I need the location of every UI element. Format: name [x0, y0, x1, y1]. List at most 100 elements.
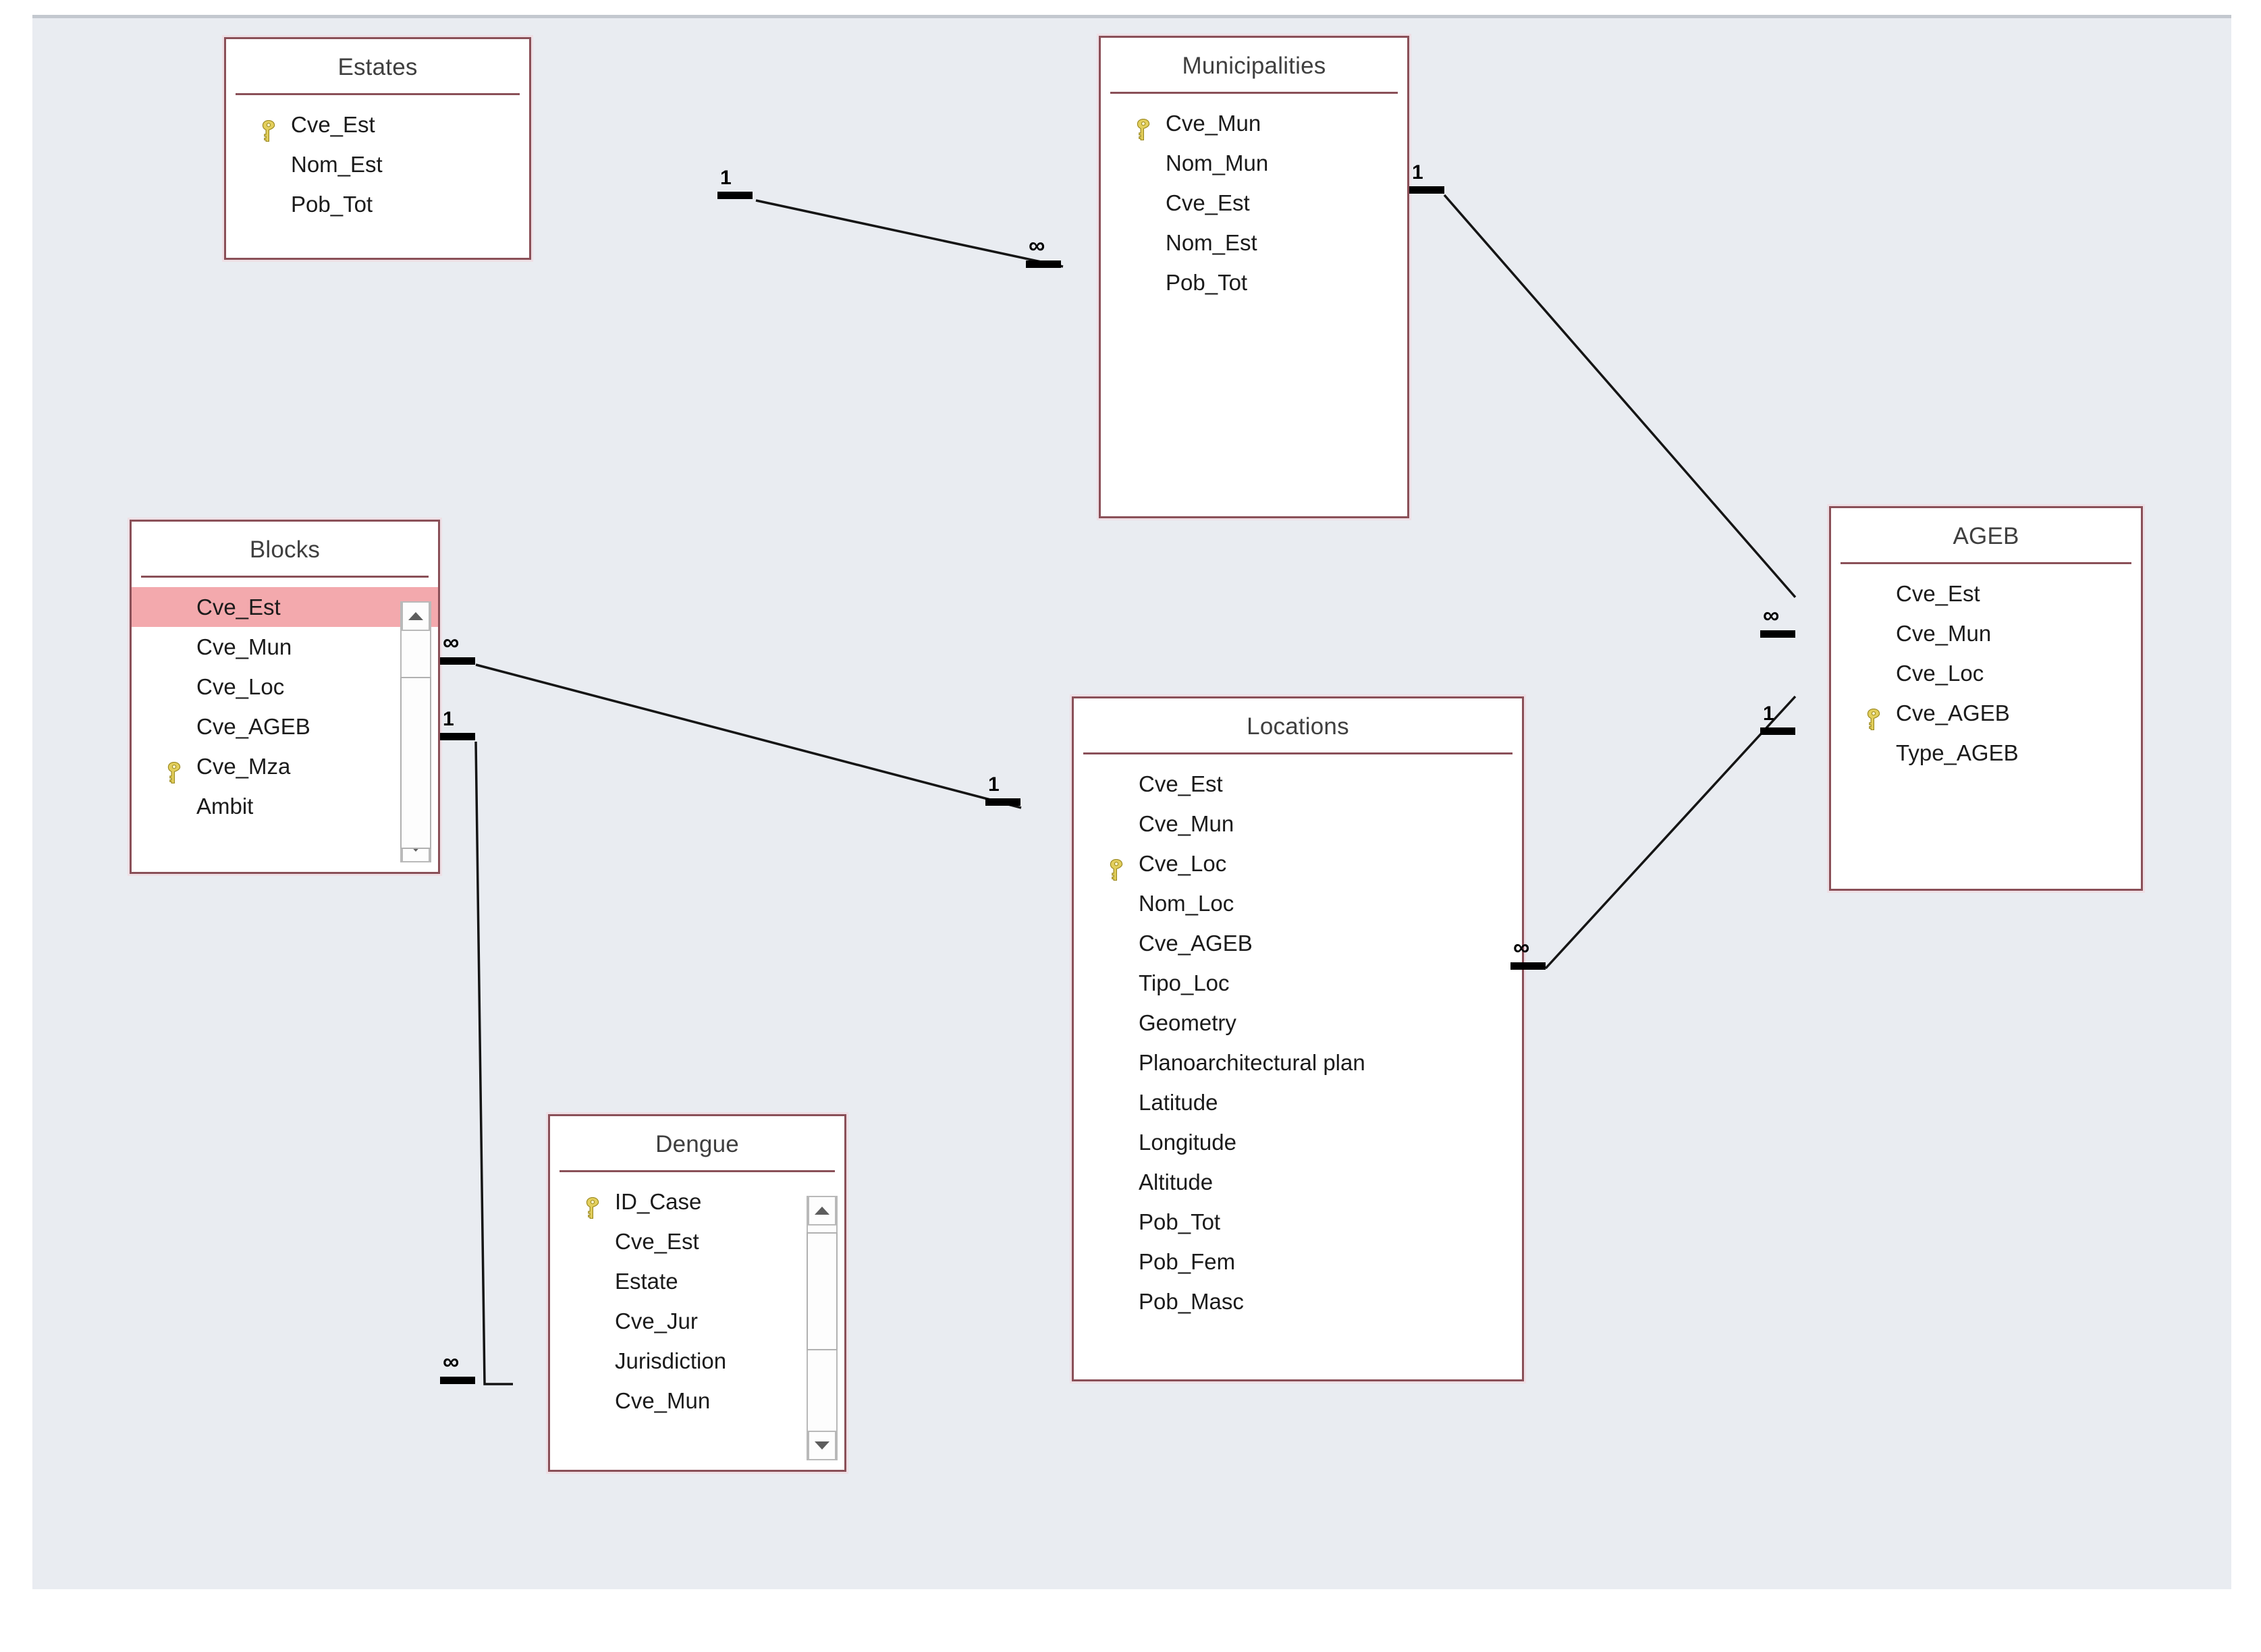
- field-row[interactable]: Cve_Mza: [132, 746, 438, 786]
- field-row[interactable]: Type_AGEB: [1831, 733, 2141, 773]
- field-name: Nom_Mun: [1166, 150, 1268, 175]
- field-name: Cve_AGEB: [1896, 700, 2010, 725]
- relationship-line-blocks-locations[interactable]: [476, 665, 1021, 808]
- field-row[interactable]: Cve_Loc: [1831, 653, 2141, 693]
- field-name: Cve_Mun: [615, 1388, 710, 1413]
- table-card-blocks[interactable]: BlocksCve_EstCve_MunCve_LocCve_AGEBCve_M…: [130, 520, 440, 874]
- field-row[interactable]: Cve_Loc: [132, 667, 438, 707]
- field-row[interactable]: Nom_Mun: [1101, 143, 1407, 183]
- field-row[interactable]: Geometry: [1074, 1003, 1522, 1043]
- field-row[interactable]: Jurisdiction: [550, 1341, 844, 1381]
- field-list: Cve_MunNom_MunCve_EstNom_EstPob_Tot: [1101, 94, 1407, 302]
- cardinality-endpoint-bar: [1760, 630, 1795, 638]
- field-row[interactable]: Nom_Est: [226, 144, 529, 184]
- field-row[interactable]: Pob_Masc: [1074, 1282, 1522, 1321]
- primary-key-icon: [1866, 703, 1881, 724]
- vertical-scrollbar[interactable]: [400, 601, 431, 862]
- field-row[interactable]: Planoarchitectural plan: [1074, 1043, 1522, 1082]
- field-name: Cve_Loc: [196, 674, 284, 699]
- field-row[interactable]: Cve_Jur: [550, 1301, 844, 1341]
- field-name: Planoarchitectural plan: [1139, 1050, 1365, 1075]
- field-name: Cve_Jur: [615, 1309, 698, 1333]
- field-row[interactable]: Ambit: [132, 786, 438, 826]
- field-row[interactable]: Cve_Est: [1101, 183, 1407, 223]
- field-row[interactable]: Cve_Est: [1831, 574, 2141, 613]
- field-row[interactable]: Cve_Loc: [1074, 844, 1522, 883]
- table-title: Locations: [1074, 698, 1522, 752]
- cardinality-endpoint-bar: [440, 733, 475, 740]
- field-list: Cve_EstCve_MunCve_LocNom_LocCve_AGEBTipo…: [1074, 754, 1522, 1321]
- chevron-up-icon: [815, 1207, 829, 1215]
- relationship-line-municipalities-ageb[interactable]: [1444, 195, 1795, 597]
- field-row[interactable]: Cve_Mun: [1831, 613, 2141, 653]
- field-row[interactable]: Cve_Est: [226, 105, 529, 144]
- cardinality-endpoint-bar: [440, 657, 475, 665]
- relationship-line-locations-ageb[interactable]: [1546, 696, 1795, 968]
- field-name: Ambit: [196, 794, 253, 819]
- field-list: Cve_EstNom_EstPob_Tot: [226, 95, 529, 224]
- field-row[interactable]: Cve_AGEB: [1831, 693, 2141, 733]
- field-name: Nom_Est: [291, 152, 383, 177]
- field-row[interactable]: Latitude: [1074, 1082, 1522, 1122]
- field-row[interactable]: Longitude: [1074, 1122, 1522, 1162]
- cardinality-endpoint-bar: [717, 192, 753, 199]
- field-row[interactable]: Pob_Tot: [226, 184, 529, 224]
- relationship-line-estates-municipalities[interactable]: [756, 200, 1063, 267]
- field-row[interactable]: Cve_AGEB: [132, 707, 438, 746]
- field-name: Cve_Est: [1896, 581, 1980, 606]
- field-row[interactable]: Nom_Loc: [1074, 883, 1522, 923]
- chevron-down-icon: [815, 1441, 829, 1450]
- field-row[interactable]: Estate: [550, 1261, 844, 1301]
- field-name: Nom_Loc: [1139, 891, 1234, 916]
- cardinality-label: ∞: [440, 1350, 475, 1373]
- primary-key-icon: [167, 756, 182, 777]
- relationship-line-blocks-dengue[interactable]: [476, 742, 513, 1384]
- scroll-up-button[interactable]: [808, 1196, 836, 1226]
- field-name: Pob_Tot: [291, 192, 373, 217]
- scroll-up-button[interactable]: [402, 601, 430, 631]
- vertical-scrollbar[interactable]: [807, 1196, 838, 1460]
- field-name: Nom_Est: [1166, 230, 1257, 255]
- scrollbar-thumb[interactable]: [807, 1232, 838, 1350]
- field-row[interactable]: Cve_Est: [132, 587, 438, 627]
- field-name: Pob_Tot: [1139, 1209, 1220, 1234]
- table-card-estates[interactable]: EstatesCve_EstNom_EstPob_Tot: [224, 37, 531, 260]
- field-row[interactable]: Altitude: [1074, 1162, 1522, 1202]
- field-row[interactable]: Cve_Mun: [1101, 103, 1407, 143]
- scrollbar-thumb[interactable]: [400, 677, 431, 849]
- table-title: Blocks: [132, 522, 438, 576]
- cardinality-label: 1: [1760, 704, 1795, 724]
- field-name: Cve_Est: [196, 595, 281, 620]
- table-card-locations[interactable]: LocationsCve_EstCve_MunCve_LocNom_LocCve…: [1072, 696, 1524, 1381]
- field-name: Type_AGEB: [1896, 740, 2019, 765]
- field-row[interactable]: Pob_Tot: [1101, 263, 1407, 302]
- field-name: Longitude: [1139, 1130, 1236, 1155]
- field-row[interactable]: Cve_Mun: [550, 1381, 844, 1421]
- relationship-canvas[interactable]: EstatesCve_EstNom_EstPob_TotMunicipaliti…: [32, 15, 2231, 1589]
- field-row[interactable]: Cve_AGEB: [1074, 923, 1522, 963]
- cardinality-marker-m-blocks-1: 1: [440, 709, 475, 740]
- scroll-down-button[interactable]: [808, 1431, 836, 1460]
- table-title: Municipalities: [1101, 38, 1407, 92]
- field-row[interactable]: Pob_Fem: [1074, 1242, 1522, 1282]
- table-card-ageb[interactable]: AGEB Cve_EstCve_MunCve_LocCve_AGEB Type_AG…: [1829, 506, 2143, 891]
- field-row[interactable]: Cve_Est: [1074, 764, 1522, 804]
- field-name: Cve_Loc: [1139, 851, 1226, 876]
- field-row[interactable]: ID_Case: [550, 1182, 844, 1221]
- cardinality-marker-m-ageb-n: ∞: [1760, 604, 1795, 638]
- field-row[interactable]: Cve_Mun: [132, 627, 438, 667]
- field-row[interactable]: Cve_Mun: [1074, 804, 1522, 844]
- field-name: Altitude: [1139, 1169, 1213, 1194]
- cardinality-marker-m-locations-1: 1: [985, 775, 1020, 806]
- table-card-municipalities[interactable]: MunicipalitiesCve_MunNom_MunCve_EstNom_E…: [1099, 36, 1409, 518]
- field-name: Cve_Est: [291, 112, 375, 137]
- table-title: AGEB: [1831, 508, 2141, 562]
- cardinality-endpoint-bar: [440, 1377, 475, 1384]
- cardinality-marker-m-blocks-n: ∞: [440, 631, 475, 665]
- field-row[interactable]: Cve_Est: [550, 1221, 844, 1261]
- table-card-dengue[interactable]: DengueID_CaseCve_EstEstateCve_JurJurisdi…: [548, 1114, 846, 1472]
- field-row[interactable]: Tipo_Loc: [1074, 963, 1522, 1003]
- cardinality-label: 1: [717, 168, 753, 188]
- field-row[interactable]: Nom_Est: [1101, 223, 1407, 263]
- field-row[interactable]: Pob_Tot: [1074, 1202, 1522, 1242]
